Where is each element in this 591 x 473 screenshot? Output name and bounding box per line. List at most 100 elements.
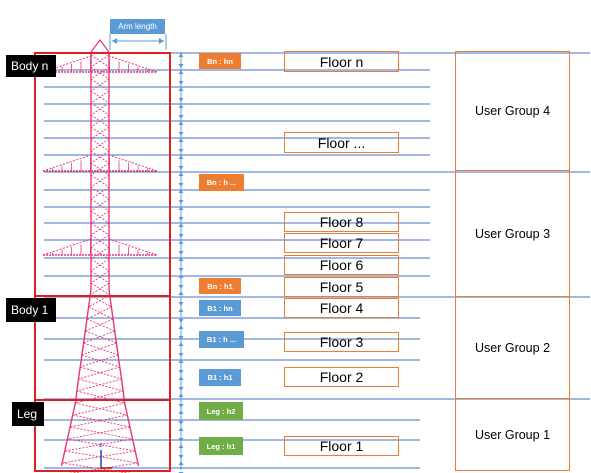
height-tag: B1 : h ... [199, 331, 244, 348]
height-tag: Leg : h2 [199, 402, 243, 420]
tower-brace [86, 306, 112, 320]
tower-brace [85, 330, 117, 344]
height-arrow-head [178, 353, 184, 357]
tower-brace [90, 210, 110, 224]
tower-brace [81, 342, 117, 356]
arrow-head [112, 38, 117, 44]
tower-arm-tie [108, 238, 158, 256]
tower-leg [60, 52, 92, 467]
height-arrow-head [178, 421, 184, 425]
height-arrow-head [178, 189, 184, 193]
tower-brace [69, 414, 128, 428]
height-arrow-head [178, 393, 184, 397]
tower-brace [69, 462, 138, 473]
section-box-leg [34, 399, 171, 472]
tower-brace [78, 378, 124, 392]
tower-brace [90, 186, 110, 200]
tower-arm-tie [108, 55, 158, 73]
section-label-body-1: Body 1 [6, 298, 56, 322]
height-arrow-head [178, 319, 184, 323]
tower-brace [72, 414, 131, 428]
height-arrow-head [178, 166, 184, 170]
z-axis-label: z [99, 442, 103, 449]
tower-brace [90, 90, 110, 104]
height-arrow-head [178, 274, 184, 278]
height-arrow-head [178, 172, 184, 176]
tower-brace [90, 198, 110, 212]
height-arrow-head [178, 81, 184, 85]
tower-brace [90, 174, 110, 188]
floor-box: Floor 7 [284, 233, 399, 253]
tower-brace [85, 318, 114, 332]
height-arrow-head [178, 251, 184, 255]
arm-length-label: Arm length [110, 19, 165, 34]
height-tag: Bn : h ... [199, 174, 244, 191]
user-group-box: User Group 1 [455, 398, 570, 471]
height-arrow-head [178, 257, 184, 261]
height-arrow-head [178, 87, 184, 91]
tower-brace [90, 162, 110, 176]
tower-peak [90, 39, 110, 53]
height-arrow-head [178, 342, 184, 346]
section-label-body-n: Body n [6, 55, 56, 77]
height-arrow-head [178, 138, 184, 142]
tower-brace [90, 246, 110, 260]
height-arrow-head [178, 206, 184, 210]
height-arrow-head [178, 376, 184, 380]
height-tag: B1 : h1 [199, 369, 241, 386]
tower-brace [80, 354, 119, 368]
height-arrow-head [178, 115, 184, 119]
user-group-box: User Group 3 [455, 170, 570, 297]
tower-arm-tie [42, 238, 92, 256]
floor-box: Floor 3 [284, 332, 399, 352]
tower-brace [83, 342, 119, 356]
tower-brace [75, 402, 128, 416]
tower-brace [62, 450, 136, 464]
height-arrow-head [178, 53, 184, 57]
floor-box: Floor 2 [284, 367, 399, 387]
tower-brace [90, 102, 110, 116]
arrow-head [159, 38, 164, 44]
tower-arm-tie [42, 154, 92, 172]
height-tag: B1 : hn [199, 300, 241, 316]
tower-brace [90, 114, 110, 128]
tower-brace [90, 258, 110, 272]
floor-box: Floor 1 [284, 436, 399, 456]
tower-brace [83, 330, 115, 344]
height-dimension [109, 34, 184, 473]
tower-brace [88, 306, 114, 320]
floor-box: Floor 5 [284, 277, 399, 297]
height-arrow-head [178, 217, 184, 221]
tower-brace [90, 54, 110, 68]
height-arrow-head [178, 285, 184, 289]
floor-box: Floor 6 [284, 255, 399, 275]
height-arrow-head [178, 308, 184, 312]
height-arrow-head [178, 268, 184, 272]
height-arrow-head [178, 121, 184, 125]
height-arrow-head [178, 404, 184, 408]
tower-brace [76, 378, 122, 392]
height-arrow-head [178, 200, 184, 204]
height-arrow-head [178, 149, 184, 153]
section-box-body-n [34, 52, 171, 297]
tower-brace [90, 222, 110, 236]
section-boxes [34, 52, 171, 472]
height-arrow-head [178, 410, 184, 414]
height-arrow-head [178, 183, 184, 187]
tower-brace [86, 318, 115, 332]
tower-brace [90, 270, 110, 284]
height-arrow-head [178, 455, 184, 459]
floor-box: Floor 4 [284, 298, 399, 318]
tower-brace [72, 402, 125, 416]
height-arrow-head [178, 132, 184, 136]
height-arrow-head [178, 104, 184, 108]
tower-brace [75, 390, 124, 404]
height-arrow-head [178, 370, 184, 374]
height-tag: Leg : h1 [199, 437, 243, 455]
height-arrow-head [178, 336, 184, 340]
height-arrow-head [178, 438, 184, 442]
tower-brace [78, 366, 120, 380]
tower-brace [90, 234, 110, 248]
tower-brace [90, 78, 110, 92]
